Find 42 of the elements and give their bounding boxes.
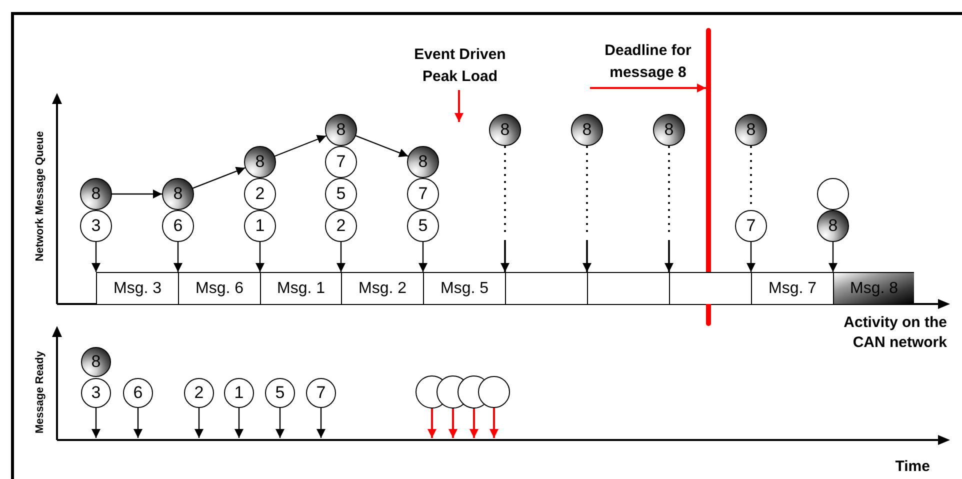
arrow <box>112 190 162 198</box>
axis-label: Time <box>894 457 930 477</box>
shaded-timeline-slot: Msg. 8 <box>833 272 914 304</box>
arrow <box>448 408 458 438</box>
arrow <box>664 146 674 272</box>
timeline-slot: Msg. 3 <box>96 272 178 304</box>
arrow <box>500 146 510 272</box>
annotation-text: Event Driven Peak Load <box>400 44 520 88</box>
axis-label: Message Ready <box>32 350 47 436</box>
timeline-slot: Msg. 1 <box>260 272 341 304</box>
arrow <box>316 408 326 438</box>
arrow <box>256 242 264 272</box>
arrow <box>274 135 326 157</box>
arrow <box>828 242 838 272</box>
axis-label: Activity on the CAN network <box>842 313 947 353</box>
timeline-slot: Msg. 6 <box>178 272 260 304</box>
arrow <box>194 408 204 438</box>
arrow <box>134 408 142 438</box>
arrow <box>174 242 182 272</box>
timeline-slot: Msg. 5 <box>423 272 505 304</box>
timeline-slot: Msg. 7 <box>751 272 833 304</box>
timeline-slot <box>669 272 751 304</box>
arrow <box>234 408 244 438</box>
arrow <box>490 408 498 438</box>
arrow <box>582 146 592 272</box>
annotation-text: Deadline for message 8 <box>590 40 706 92</box>
arrow <box>92 242 100 272</box>
arrow <box>418 242 428 272</box>
arrow <box>454 90 464 122</box>
arrow <box>92 408 100 438</box>
arrow <box>428 408 436 438</box>
axis-label: Network Message Queue <box>32 130 47 264</box>
timeline-slot: Msg. 2 <box>341 272 423 304</box>
timeline-slot <box>505 272 587 304</box>
timeline-slot <box>587 272 669 304</box>
arrow <box>590 84 706 92</box>
arrow <box>192 166 246 189</box>
arrow <box>746 242 756 272</box>
arrow <box>356 135 408 158</box>
arrow <box>276 408 284 438</box>
arrow <box>336 242 346 272</box>
arrow <box>470 408 478 438</box>
